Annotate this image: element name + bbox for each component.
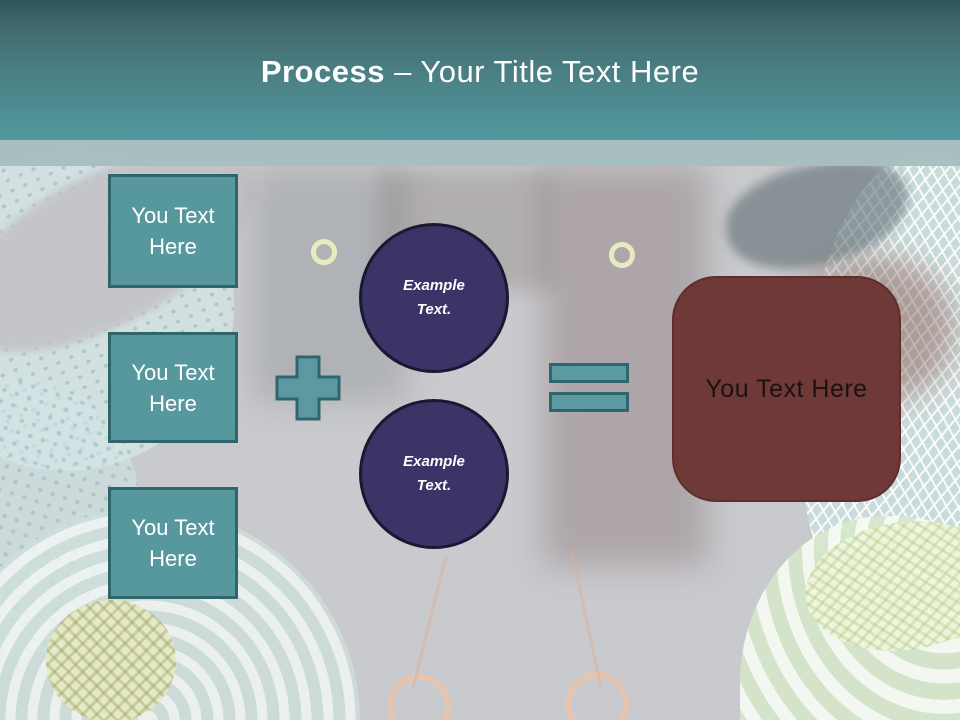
input-box-2[interactable]: You Text Here bbox=[108, 332, 238, 443]
slide-title-rest: – Your Title Text Here bbox=[394, 54, 700, 89]
result-box-label: You Text Here bbox=[705, 374, 868, 403]
slide-title-emphasis: Process bbox=[260, 54, 385, 89]
result-box[interactable]: You Text Here bbox=[672, 276, 901, 502]
input-box-1-label: You Text Here bbox=[131, 203, 215, 259]
input-box-2-label: You Text Here bbox=[131, 359, 215, 416]
input-box-3[interactable]: You Text Here bbox=[108, 487, 238, 599]
plus-icon bbox=[271, 351, 345, 425]
header-accent-band bbox=[0, 140, 960, 166]
input-box-1[interactable]: You Text Here bbox=[108, 174, 238, 288]
example-circle-1-label: Example Text. bbox=[403, 277, 465, 318]
equals-bar-bottom bbox=[549, 392, 629, 412]
equals-icon bbox=[549, 363, 629, 412]
slide-header: Process – Your Title Text Here bbox=[0, 0, 960, 140]
input-box-3-label: You Text Here bbox=[131, 515, 215, 571]
slide-title[interactable]: Process – Your Title Text Here bbox=[0, 54, 960, 90]
example-circle-2[interactable]: Example Text. bbox=[359, 399, 509, 549]
example-circle-1[interactable]: Example Text. bbox=[359, 223, 509, 373]
equals-bar-top bbox=[549, 363, 629, 383]
example-circle-2-label: Example Text. bbox=[403, 453, 465, 494]
